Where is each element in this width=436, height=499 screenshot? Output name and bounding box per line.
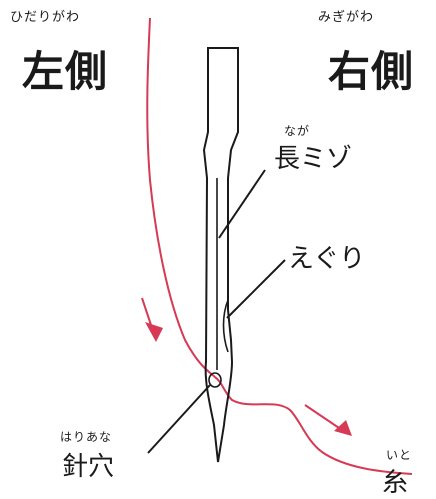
needle-eye-label: 針穴 — [62, 452, 115, 482]
thread-ruby: いと — [386, 448, 413, 462]
needle-eye-shape — [208, 372, 222, 388]
thread-label: 糸 — [382, 468, 409, 498]
thread-arrow-down — [141, 297, 163, 342]
thread-path — [146, 17, 413, 475]
scarf-outline — [222, 299, 229, 353]
right-side-label: 右側 — [328, 47, 415, 96]
scarf-label: えぐり — [288, 244, 366, 274]
left-side-ruby: ひだりがわ — [10, 10, 81, 25]
leader-long-groove — [218, 169, 266, 239]
needle-eye-ruby: はりあな — [60, 430, 113, 444]
leader-scarf — [226, 259, 286, 319]
long-groove-ruby: なが — [284, 124, 311, 138]
left-side-label: 左側 — [22, 47, 109, 96]
thread-arrow-right — [304, 404, 352, 436]
right-side-ruby: みぎがわ — [318, 10, 375, 25]
leader-needle-eye — [147, 384, 211, 454]
needle-outline — [202, 47, 239, 463]
long-groove-label: 長ミゾ — [274, 144, 353, 174]
